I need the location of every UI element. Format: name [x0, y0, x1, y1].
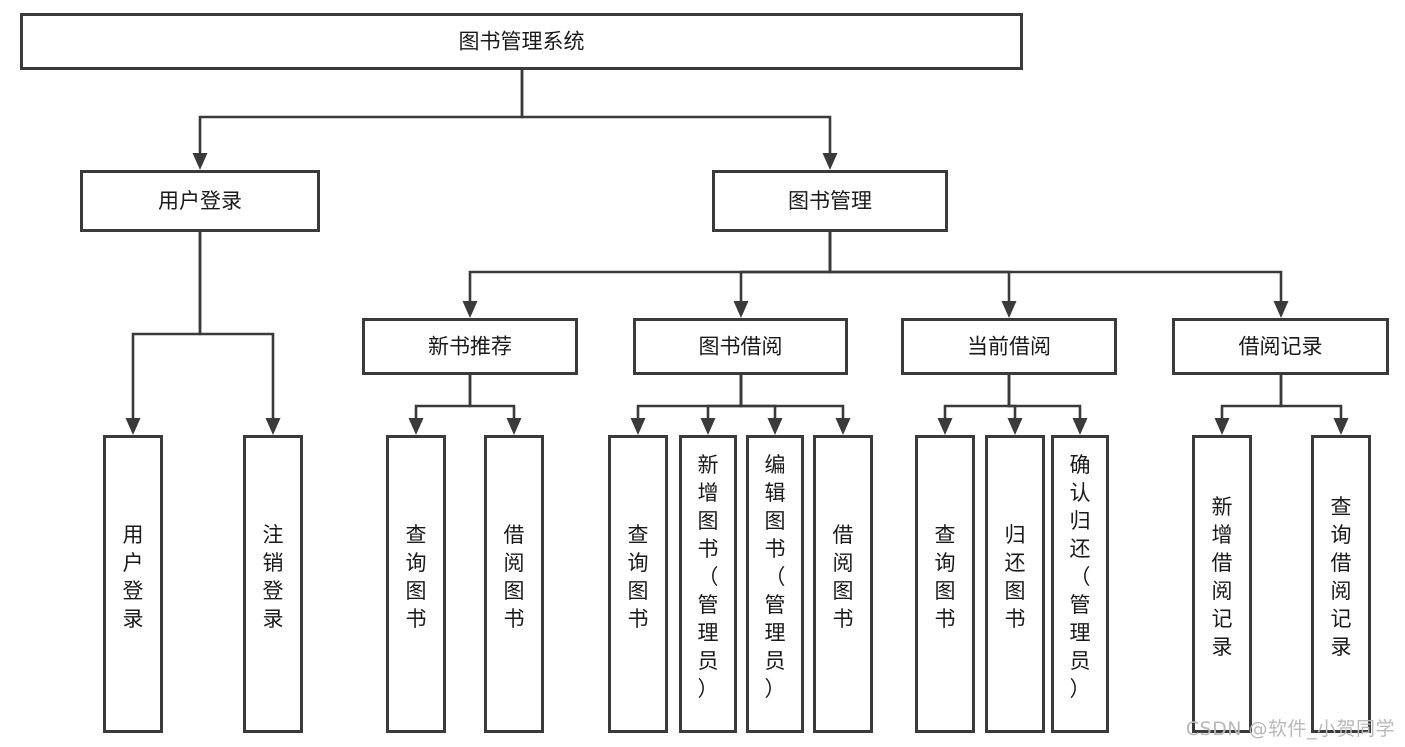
node-leaf-query-book-borrow[interactable]: 查询图书	[608, 435, 668, 733]
arrow-head-icon	[767, 418, 783, 435]
node-user-login[interactable]: 用户登录	[80, 170, 320, 232]
connector-new-book-rec-to-borrow	[468, 375, 522, 435]
node-book-borrow[interactable]: 图书借阅	[633, 318, 848, 375]
arrow-head-icon	[1333, 418, 1349, 435]
node-box-borrow-record[interactable]	[1172, 318, 1389, 375]
node-label-leaf-query-book-rec: 查询图书	[406, 523, 427, 631]
connector-root-to-user-login	[192, 70, 524, 170]
node-label-leaf-add-book-admin: 新增图书（管理员）	[698, 453, 719, 701]
node-current-borrow[interactable]: 当前借阅	[901, 318, 1117, 375]
connector-borrow-record-to-query	[1279, 375, 1349, 435]
arrow-head-icon	[506, 418, 522, 435]
node-label-leaf-query-book-current: 查询图书	[935, 523, 956, 631]
node-label-leaf-user-login: 用户登录	[123, 523, 144, 631]
arrow-head-icon	[1273, 301, 1289, 318]
node-leaf-logout-login[interactable]: 注销登录	[243, 435, 303, 733]
arrow-head-icon	[700, 418, 716, 435]
node-leaf-borrow-book[interactable]: 借阅图书	[813, 435, 873, 733]
arrow-head-icon	[265, 418, 281, 435]
node-label-leaf-logout-login: 注销登录	[263, 523, 284, 631]
connector-borrow-record-to-add	[1214, 375, 1283, 435]
arrow-head-icon	[192, 153, 208, 170]
node-label-leaf-borrow-book: 借阅图书	[833, 523, 854, 631]
arrow-head-icon	[1072, 418, 1088, 435]
arrow-head-icon	[408, 418, 424, 435]
connector-book-manage-to-borrow-record	[828, 232, 1289, 318]
node-box-leaf-borrow-book-rec[interactable]	[484, 435, 544, 733]
arrow-head-icon	[125, 418, 141, 435]
connector-book-borrow-to-borrow	[739, 375, 851, 435]
node-leaf-query-book-rec[interactable]: 查询图书	[386, 435, 446, 733]
arrow-head-icon	[1214, 418, 1230, 435]
node-layer: 图书管理系统用户登录图书管理新书推荐图书借阅当前借阅借阅记录用户登录注销登录查询…	[20, 13, 1389, 733]
node-leaf-edit-book-admin[interactable]: 编辑图书（管理员）	[746, 435, 804, 733]
connector-current-borrow-to-confirm	[1007, 375, 1088, 435]
node-label-leaf-borrow-book-rec: 借阅图书	[504, 523, 525, 631]
arrow-head-icon	[1001, 301, 1017, 318]
csdn-watermark: CSDN @软件_小贺同学	[1185, 718, 1395, 740]
node-box-new-book-rec[interactable]	[362, 318, 578, 375]
node-leaf-add-book-admin[interactable]: 新增图书（管理员）	[679, 435, 737, 733]
node-label-leaf-edit-book-admin: 编辑图书（管理员）	[765, 453, 786, 701]
node-leaf-confirm-return-admin[interactable]: 确认归还（管理员）	[1051, 435, 1109, 733]
connector-user-login-to-leaf-logout-login	[198, 232, 281, 435]
connector-book-manage-to-new-book-rec	[462, 232, 832, 318]
node-label-leaf-query-book-borrow: 查询图书	[628, 523, 649, 631]
node-box-leaf-confirm-return-admin[interactable]	[1051, 435, 1109, 733]
connector-user-login-to-leaf-user-login	[125, 232, 202, 435]
node-label-leaf-add-borrow-record: 新增借阅记录	[1212, 495, 1233, 659]
node-box-leaf-query-borrow-record[interactable]	[1311, 435, 1371, 733]
node-label-book-borrow: 图书借阅	[699, 335, 783, 359]
node-label-user-login: 用户登录	[158, 189, 242, 213]
arrow-head-icon	[937, 418, 953, 435]
arrow-head-icon	[835, 418, 851, 435]
node-box-user-login[interactable]	[80, 170, 320, 232]
connector-new-book-rec-to-query	[408, 375, 472, 435]
node-label-leaf-query-borrow-record: 查询借阅记录	[1331, 495, 1352, 659]
node-box-book-borrow[interactable]	[633, 318, 848, 375]
node-box-leaf-query-book-borrow[interactable]	[608, 435, 668, 733]
node-leaf-query-book-current[interactable]: 查询图书	[915, 435, 975, 733]
arrow-head-icon	[733, 301, 749, 318]
node-label-leaf-return-book: 归还图书	[1005, 523, 1026, 631]
connector-root-to-book-manage	[520, 70, 838, 170]
arrow-head-icon	[462, 301, 478, 318]
node-box-leaf-add-borrow-record[interactable]	[1192, 435, 1252, 733]
node-box-leaf-logout-login[interactable]	[243, 435, 303, 733]
arrow-head-icon	[822, 153, 838, 170]
node-leaf-return-book[interactable]: 归还图书	[985, 435, 1045, 733]
connector-layer	[125, 70, 1349, 435]
node-new-book-rec[interactable]: 新书推荐	[362, 318, 578, 375]
node-box-leaf-query-book-rec[interactable]	[386, 435, 446, 733]
node-box-book-manage[interactable]	[712, 170, 948, 232]
node-label-book-manage: 图书管理	[788, 189, 872, 213]
node-label-borrow-record: 借阅记录	[1239, 335, 1323, 359]
node-label-new-book-rec: 新书推荐	[428, 335, 512, 359]
node-leaf-query-borrow-record[interactable]: 查询借阅记录	[1311, 435, 1371, 733]
node-leaf-user-login[interactable]: 用户登录	[103, 435, 163, 733]
node-box-leaf-user-login[interactable]	[103, 435, 163, 733]
connector-current-borrow-to-query	[937, 375, 1011, 435]
node-box-current-borrow[interactable]	[901, 318, 1117, 375]
node-box-leaf-query-book-current[interactable]	[915, 435, 975, 733]
node-leaf-borrow-book-rec[interactable]: 借阅图书	[484, 435, 544, 733]
node-box-leaf-borrow-book[interactable]	[813, 435, 873, 733]
node-label-root: 图书管理系统	[459, 30, 585, 54]
node-book-manage[interactable]: 图书管理	[712, 170, 948, 232]
arrow-head-icon	[1007, 418, 1023, 435]
node-leaf-add-borrow-record[interactable]: 新增借阅记录	[1192, 435, 1252, 733]
connector-book-manage-to-book-borrow	[733, 232, 832, 318]
node-box-leaf-add-book-admin[interactable]	[679, 435, 737, 733]
node-box-root[interactable]	[20, 13, 1023, 70]
arrow-head-icon	[630, 418, 646, 435]
node-label-current-borrow: 当前借阅	[967, 335, 1051, 359]
node-box-leaf-edit-book-admin[interactable]	[746, 435, 804, 733]
node-box-leaf-return-book[interactable]	[985, 435, 1045, 733]
node-label-leaf-confirm-return-admin: 确认归还（管理员）	[1070, 453, 1091, 701]
node-borrow-record[interactable]: 借阅记录	[1172, 318, 1389, 375]
connector-book-manage-to-current-borrow	[828, 232, 1017, 318]
node-root[interactable]: 图书管理系统	[20, 13, 1023, 70]
